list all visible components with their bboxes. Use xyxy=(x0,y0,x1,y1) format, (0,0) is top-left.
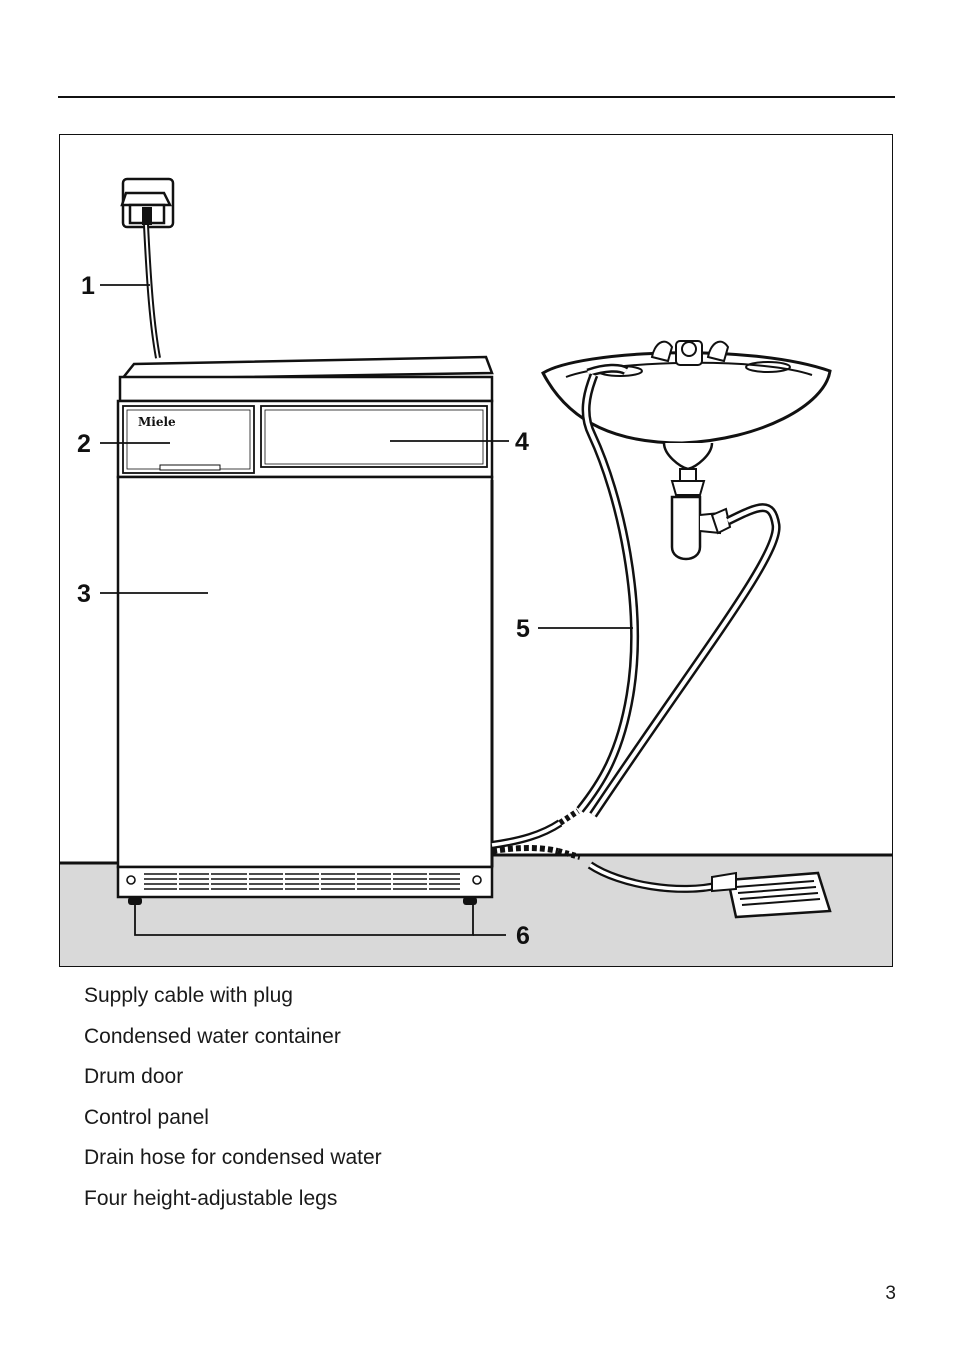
header-rule xyxy=(58,96,895,98)
legend-item: Control panel xyxy=(84,1105,209,1129)
callout-4: 4 xyxy=(515,428,529,456)
page-number: 3 xyxy=(885,1283,896,1304)
leg-front-right xyxy=(463,897,477,905)
callout-5: 5 xyxy=(516,615,530,643)
dryer-top xyxy=(119,355,494,381)
drum-door xyxy=(116,475,494,869)
drain-hose xyxy=(576,373,639,813)
floor-drain-icon xyxy=(711,871,832,919)
dryer-illustration: Miele xyxy=(60,177,892,966)
callout-1: 1 xyxy=(81,272,95,300)
callout-3: 3 xyxy=(77,580,91,608)
callout-6: 6 xyxy=(516,922,530,950)
vent-slats xyxy=(144,873,460,890)
tap-icon xyxy=(650,340,730,366)
wall-socket-icon xyxy=(120,177,175,229)
water-container xyxy=(122,405,255,474)
brand-logo: Miele xyxy=(138,415,176,429)
component-legend: Supply cable with plug Condensed water c… xyxy=(84,982,382,1226)
legend-item: Drum door xyxy=(84,1065,184,1089)
legend-item: Condensed water container xyxy=(84,1024,341,1048)
leg-front-left xyxy=(128,897,142,905)
legend-item: Four height-adjustable legs xyxy=(84,1186,338,1210)
control-panel xyxy=(260,405,488,468)
callout-2: 2 xyxy=(77,430,91,458)
legend-item: Supply cable with plug xyxy=(84,984,293,1007)
plinth xyxy=(116,865,494,899)
siphon-trap xyxy=(670,495,702,561)
legend-item: Drain hose for condensed water xyxy=(84,1146,382,1170)
dryer-installation-figure: Miele xyxy=(59,134,893,967)
